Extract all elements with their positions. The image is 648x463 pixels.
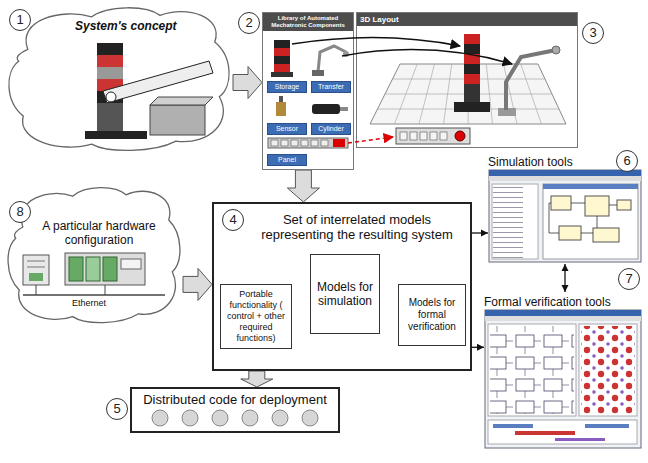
label-anchor: 3 — [582, 22, 604, 44]
verification-screenshot — [485, 310, 641, 448]
tool-screenshot: Formal verification tools — [484, 292, 642, 450]
label-anchor: 5 — [106, 398, 128, 420]
label-anchor: 2 — [238, 12, 260, 34]
component-button: Transfer — [311, 81, 351, 93]
model-box: Models for formal verification — [398, 284, 466, 346]
flow-arrow — [233, 67, 262, 99]
model-set-box: Set of interrelated models representing … — [212, 202, 472, 371]
model-label: Portable functionality ( control + other… — [224, 289, 288, 344]
window-header: 3D Layout — [357, 13, 577, 26]
model-box: Models for simulation — [310, 254, 380, 334]
callout-number: 8 — [9, 201, 31, 223]
button-label: Storage — [275, 83, 300, 91]
label-anchor: Ethernet — [72, 298, 106, 309]
callout-number: 1 — [9, 9, 31, 31]
model-label: Models for formal verification — [402, 297, 462, 333]
flow-arrow — [183, 268, 212, 300]
component-button: Sensor — [267, 123, 307, 135]
layout-window: 3D Layout — [356, 12, 578, 148]
connector-arrow — [472, 230, 488, 237]
flow-arrow — [287, 170, 319, 202]
machine-illustration — [85, 43, 213, 139]
callout-number: 7 — [618, 268, 640, 290]
tool-heading: Simulation tools — [488, 155, 573, 169]
label-anchor: 4 — [222, 209, 244, 231]
callout-number: 6 — [616, 150, 638, 172]
callout-number: 4 — [222, 209, 244, 231]
button-label: Transfer — [318, 83, 344, 91]
button-label: Panel — [278, 156, 296, 164]
code-units — [152, 410, 318, 426]
callout-number: 3 — [582, 22, 604, 44]
model-label: Models for simulation — [314, 280, 376, 308]
label-anchor: 1 — [9, 9, 31, 31]
model-box: Portable functionality ( control + other… — [220, 284, 292, 349]
network-label: Ethernet — [72, 298, 106, 309]
component-button: Panel — [267, 154, 307, 166]
button-label: Cylinder — [318, 125, 344, 133]
label-anchor: 7 — [618, 268, 640, 290]
callout-number: 5 — [106, 398, 128, 420]
concept-cloud: System's concept — [5, 5, 233, 153]
flow-arrow — [241, 371, 273, 387]
connector-arrow — [472, 344, 484, 351]
box-title: Set of interrelated models representing … — [248, 212, 466, 242]
label-anchor: 8 — [9, 201, 31, 223]
hardware-illustration — [23, 253, 165, 295]
button-label: Sensor — [276, 125, 298, 133]
library-window: Library of Automated Mechatronic Compone… — [262, 12, 354, 170]
placement-arrow — [348, 137, 393, 143]
component-icons — [268, 40, 349, 148]
component-button: Cylinder — [311, 123, 351, 135]
box-title: Distributed code for deployment — [132, 392, 338, 407]
code-box: Distributed code for deployment — [130, 387, 340, 433]
tool-heading: Formal verification tools — [484, 295, 611, 309]
cloud-title: A particular hardware configuration — [27, 219, 171, 247]
simulation-screenshot — [489, 170, 641, 262]
placement-arrow — [292, 37, 460, 46]
component-button: Storage — [267, 81, 307, 93]
label-anchor: 6 — [616, 150, 638, 172]
placement-arrow — [342, 50, 512, 64]
layout-scene — [370, 34, 566, 144]
window-header: Library of Automated Mechatronic Compone… — [263, 13, 353, 31]
callout-number: 2 — [238, 12, 260, 34]
cloud-title: System's concept — [75, 19, 177, 33]
connector-arrow — [562, 264, 569, 292]
